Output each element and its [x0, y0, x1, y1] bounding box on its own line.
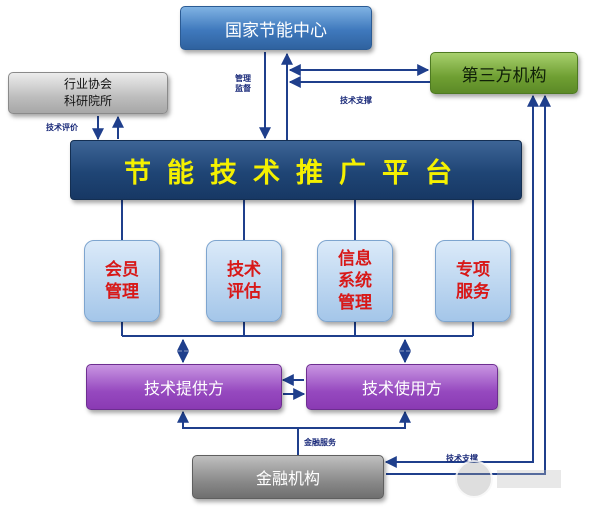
- service-3-line-1: 信息: [338, 249, 372, 269]
- service-1-line-1: 会员: [105, 260, 139, 280]
- service-4-line-1: 专项: [456, 260, 490, 280]
- service-4-line-2: 服务: [456, 282, 490, 302]
- national-center-label: 国家节能中心: [225, 20, 327, 41]
- service-3-line-2: 系统: [338, 271, 372, 291]
- platform-node: 节能技术推广平台: [70, 140, 522, 200]
- watermark-circle-icon: [455, 460, 493, 498]
- watermark-logo: [455, 458, 595, 500]
- service-tech-evaluation: 技术 评估: [206, 240, 282, 322]
- tech-user-label: 技术使用方: [361, 379, 442, 398]
- service-2-line-1: 技术: [227, 260, 261, 280]
- link-finance-to-parties: [177, 410, 299, 455]
- watermark-mark: [497, 470, 561, 488]
- national-center-node: 国家节能中心: [180, 6, 372, 50]
- industry-assoc-node: 行业协会 科研院所: [8, 72, 168, 114]
- industry-assoc-label-2: 科研院所: [63, 94, 112, 108]
- third-party-label: 第三方机构: [461, 65, 547, 86]
- tech-provider-label: 技术提供方: [143, 379, 224, 398]
- tech-provider-node: 技术提供方: [86, 364, 282, 410]
- tech-support-bottom-label: 技术支撑: [446, 454, 478, 463]
- finance-service-label: 金融服务: [304, 438, 336, 447]
- service-special-services: 专项 服务: [435, 240, 511, 322]
- tech-support-top-label: 技术支撑: [340, 96, 372, 105]
- industry-assoc-label-1: 行业协会: [63, 77, 112, 91]
- management-label: 管理监督: [235, 74, 251, 93]
- service-1-line-2: 管理: [105, 282, 139, 302]
- service-info-system-management: 信息 系统 管理: [317, 240, 393, 322]
- tech-eval-label: 技术评价: [46, 123, 78, 132]
- link-finance-to-user: [298, 410, 411, 429]
- finance-institution-node: 金融机构: [192, 455, 384, 499]
- third-party-node: 第三方机构: [430, 52, 578, 94]
- link-third-party-finance-a: [384, 94, 539, 468]
- finance-institution-label: 金融机构: [255, 469, 320, 488]
- service-3-line-3: 管理: [338, 293, 372, 313]
- tech-user-node: 技术使用方: [306, 364, 498, 410]
- link-third-party-finance-b: [386, 94, 551, 475]
- platform-label: 节能技术推广平台: [124, 157, 468, 189]
- service-member-management: 会员 管理: [84, 240, 160, 322]
- service-2-line-2: 评估: [227, 282, 261, 302]
